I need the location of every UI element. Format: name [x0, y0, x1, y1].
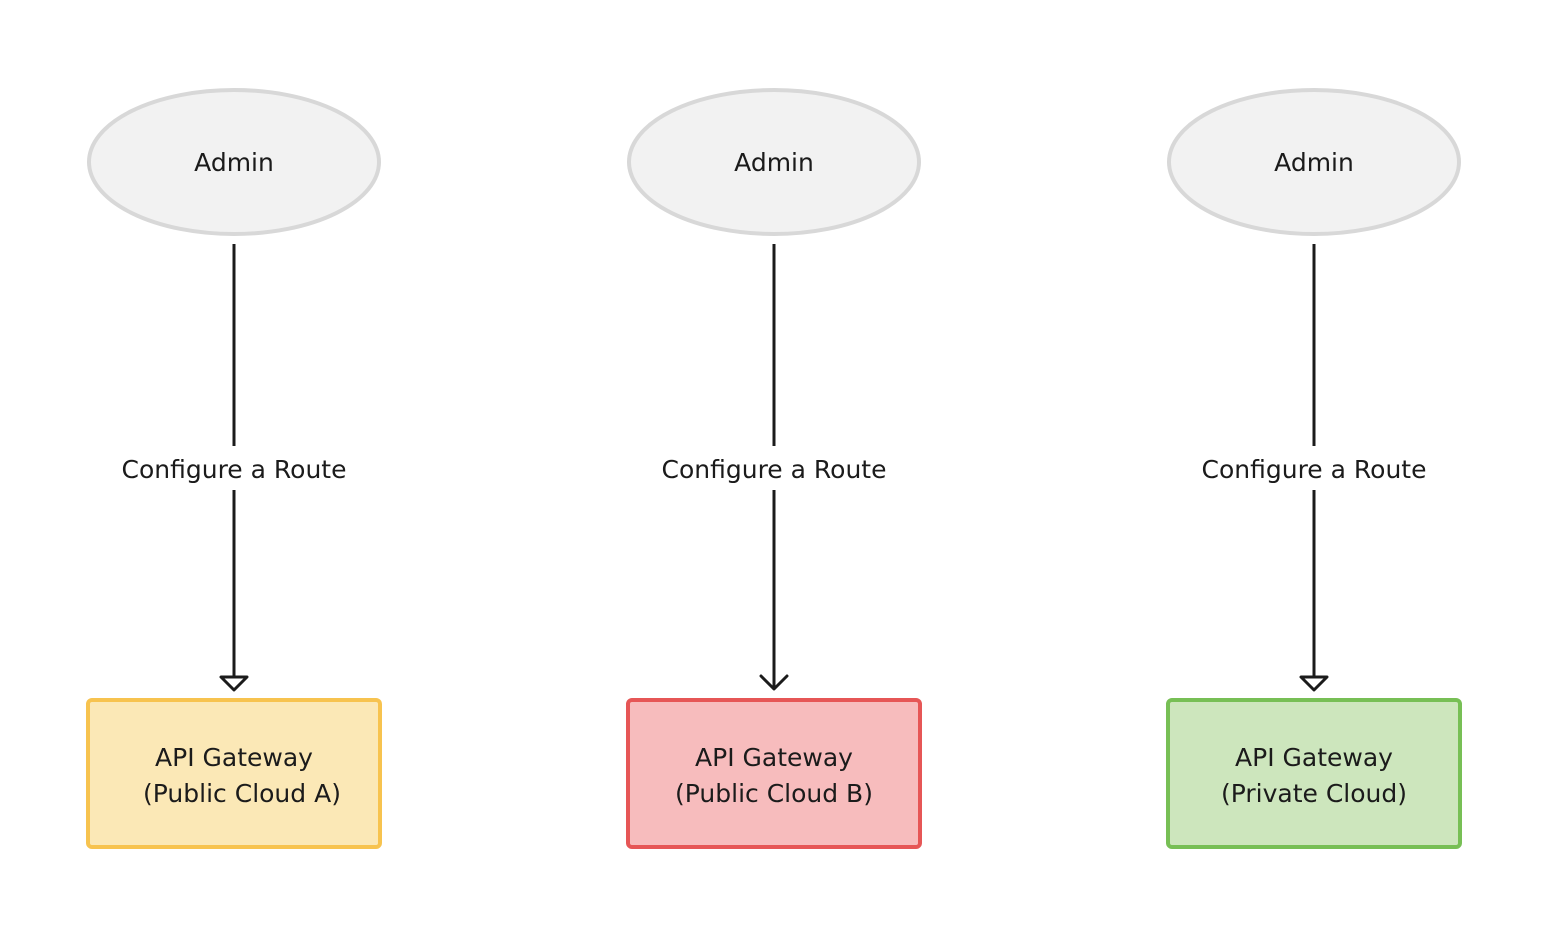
- api-gateway-public-cloud-b-node[interactable]: [626, 698, 922, 849]
- api-gateway-label-line1: API Gateway: [695, 743, 853, 772]
- admin-actor-node[interactable]: [627, 88, 921, 236]
- admin-actor-node[interactable]: [1167, 88, 1461, 236]
- api-gateway-label-line2: (Public Cloud A): [143, 779, 341, 808]
- arrowhead-hollow-triangle-icon: [219, 675, 249, 692]
- admin-actor-label: Admin: [734, 148, 814, 177]
- api-gateway-private-cloud-node[interactable]: [1166, 698, 1462, 849]
- api-gateway-public-cloud-a-node[interactable]: [86, 698, 382, 849]
- api-gateway-label-line1: API Gateway: [1235, 743, 1393, 772]
- api-gateway-label-line1: API Gateway: [155, 743, 313, 772]
- arrowhead-hollow-triangle-icon: [1299, 675, 1329, 692]
- edge-label-configure-route: Configure a Route: [122, 455, 347, 484]
- flow-public-cloud-b: Admin Configure a Route API Gateway (Pub…: [626, 88, 922, 849]
- admin-actor-label: Admin: [194, 148, 274, 177]
- api-gateway-label-line2: (Private Cloud): [1221, 779, 1407, 808]
- flow-private-cloud: Admin Configure a Route API Gateway (Pri…: [1166, 88, 1462, 849]
- admin-actor-node[interactable]: [87, 88, 381, 236]
- arrowhead-chevron-icon: [759, 674, 789, 691]
- admin-actor-label: Admin: [1274, 148, 1354, 177]
- edge-label-configure-route: Configure a Route: [662, 455, 887, 484]
- api-gateway-label-line2: (Public Cloud B): [675, 779, 873, 808]
- edge-label-configure-route: Configure a Route: [1202, 455, 1427, 484]
- flow-public-cloud-a: Admin Configure a Route API Gateway (Pub…: [86, 88, 382, 849]
